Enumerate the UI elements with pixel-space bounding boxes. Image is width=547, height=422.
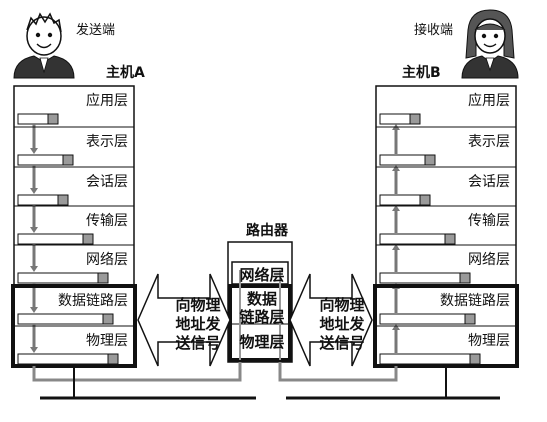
right-arrow-text: 向物理 地址发 送信号 [319, 296, 365, 352]
host-a-name-label: 主机A [106, 65, 145, 81]
host-a-data-bar [17, 272, 109, 284]
router-internal-path [239, 270, 281, 360]
receiver-person-icon [461, 9, 519, 79]
host-b-data-header-block [409, 113, 421, 125]
router-title: 路由器 [246, 223, 288, 239]
host-b-layer-label: 传输层 [468, 213, 510, 229]
cable-router-host-b [278, 362, 398, 382]
host-b-data-bar [379, 313, 476, 325]
host-a-layer-label: 物理层 [86, 333, 128, 349]
host-b-data-header-block [424, 154, 436, 166]
router-layer-network: 网络层 [239, 266, 285, 284]
host-b-flow-arrowhead [392, 165, 400, 171]
host-a-data-header-block [47, 113, 59, 125]
host-b-flow-arrowhead [392, 324, 400, 330]
host-b-data-bar [379, 272, 471, 284]
host-a-flow-arrowhead [30, 227, 38, 233]
host-a-flow-arrowhead [30, 307, 38, 313]
host-a-layer-label: 应用层 [86, 93, 128, 109]
host-a-flow-arrowhead [30, 266, 38, 272]
host-a-data-header-block [57, 194, 69, 206]
host-b-data-bar [379, 233, 456, 245]
host-b-data-header-block [419, 194, 431, 206]
host-b-data-header-block [459, 272, 471, 284]
host-a-data-header-block [102, 313, 114, 325]
host-b-name-label: 主机B [402, 65, 441, 81]
host-a-flow-arrowhead [30, 148, 38, 154]
host-a-data-header-block [62, 154, 74, 166]
host-a-layer-label: 数据链路层 [58, 293, 128, 309]
host-b-layer-label: 应用层 [468, 93, 510, 109]
host-a-data-bar [17, 353, 119, 365]
host-b-layer-label: 网络层 [468, 252, 510, 268]
host-a-layer-label: 会话层 [86, 174, 128, 190]
cable-host-a-router [32, 362, 242, 382]
left-double-arrow [137, 273, 231, 367]
router-layer-datalink: 数据 链路层 [239, 290, 285, 326]
left-arrow-text: 向物理 地址发 送信号 [175, 296, 221, 352]
host-b-data-header-block [469, 353, 481, 365]
host-a-role-label: 发送端 [76, 23, 116, 38]
router-lower-highlight [228, 284, 292, 362]
host-b-flow-arrowhead [392, 205, 400, 211]
host-a-layer-label: 传输层 [86, 213, 128, 229]
host-a-data-header-block [107, 353, 119, 365]
host-b-layer-label: 物理层 [468, 333, 510, 349]
router-layer-physical: 物理层 [239, 333, 285, 351]
host-b-data-header-block [444, 233, 456, 245]
host-b-data-bar [379, 353, 481, 365]
host-b-layer-label: 数据链路层 [440, 293, 510, 309]
host-a-flow-arrowhead [30, 347, 38, 353]
right-double-arrow [289, 273, 373, 367]
host-a-data-bar [17, 313, 114, 325]
host-a-layer-label: 表示层 [86, 134, 128, 150]
sender-person-icon [13, 12, 75, 79]
host-b-layer-label: 会话层 [468, 174, 510, 190]
host-a-data-header-block [82, 233, 94, 245]
host-b-role-label: 接收端 [414, 23, 454, 38]
host-a-data-header-block [97, 272, 109, 284]
host-a-layer-label: 网络层 [86, 252, 128, 268]
host-a-data-bar [17, 233, 94, 245]
host-b-layer-label: 表示层 [468, 134, 510, 150]
host-b-data-header-block [464, 313, 476, 325]
host-a-flow-arrowhead [30, 188, 38, 194]
host-b-flow-arrowhead [392, 244, 400, 250]
